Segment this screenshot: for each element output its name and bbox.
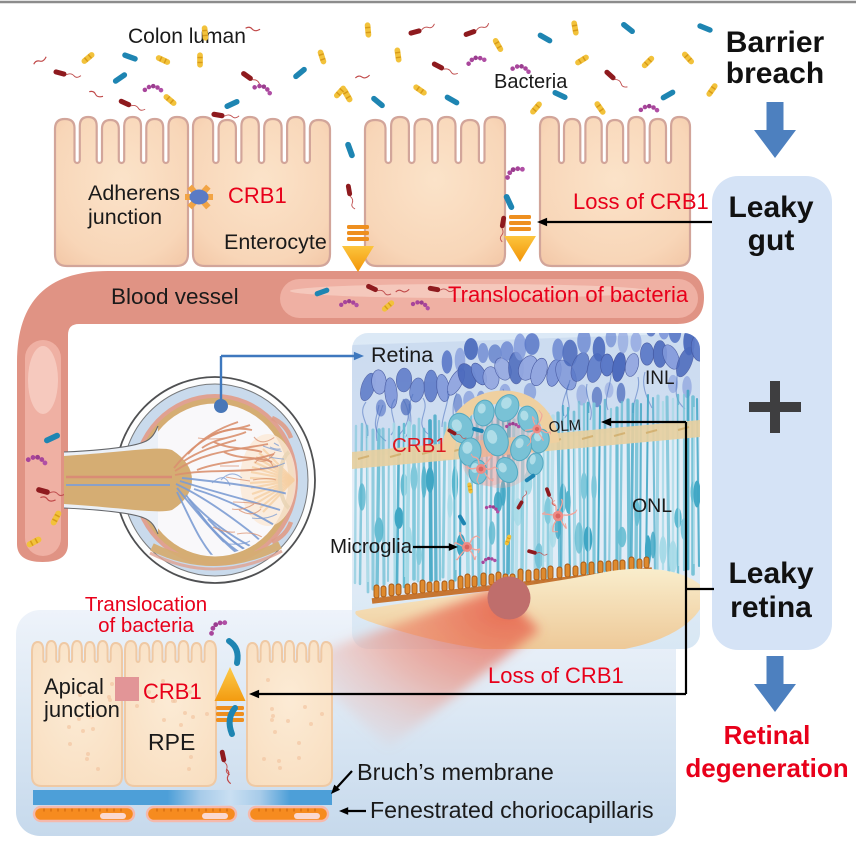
svg-text:INL: INL [645,368,675,389]
svg-text:Retina: Retina [371,343,433,367]
svg-text:Microglia: Microglia [330,535,413,558]
svg-text:Loss of CRB1: Loss of CRB1 [573,189,709,214]
svg-text:Retinal: Retinal [724,720,811,750]
svg-text:Translocation of bacteria: Translocation of bacteria [448,282,689,307]
svg-text:CRB1: CRB1 [143,679,202,704]
svg-text:Fenestrated choriocapillaris: Fenestrated choriocapillaris [370,797,654,823]
svg-text:junction: junction [87,205,162,229]
svg-text:ONL: ONL [632,495,672,517]
svg-text:Colon luman: Colon luman [128,25,246,48]
svg-text:CRB1: CRB1 [228,183,287,208]
svg-text:breach: breach [726,57,824,90]
svg-text:RPE: RPE [148,729,195,755]
svg-text:junction: junction [43,697,120,722]
svg-text:Blood vessel: Blood vessel [111,284,239,309]
svg-text:Bruch’s membrane: Bruch’s membrane [357,759,554,785]
svg-text:Loss of CRB1: Loss of CRB1 [488,663,624,688]
svg-text:Enterocyte: Enterocyte [224,230,327,254]
svg-text:CRB1: CRB1 [392,434,447,457]
svg-text:Adherens: Adherens [88,181,180,205]
svg-text:retina: retina [730,591,812,624]
svg-text:Translocation: Translocation [85,593,207,616]
svg-text:Apical: Apical [44,674,104,699]
svg-text:Leaky: Leaky [728,191,813,224]
svg-text:OLM: OLM [548,417,582,436]
svg-text:Bacteria: Bacteria [494,71,568,93]
svg-text:degeneration: degeneration [685,753,848,783]
svg-text:gut: gut [748,224,795,257]
svg-text:of bacteria: of bacteria [98,614,194,637]
svg-text:Barrier: Barrier [726,26,825,59]
svg-text:Leaky: Leaky [728,557,813,590]
